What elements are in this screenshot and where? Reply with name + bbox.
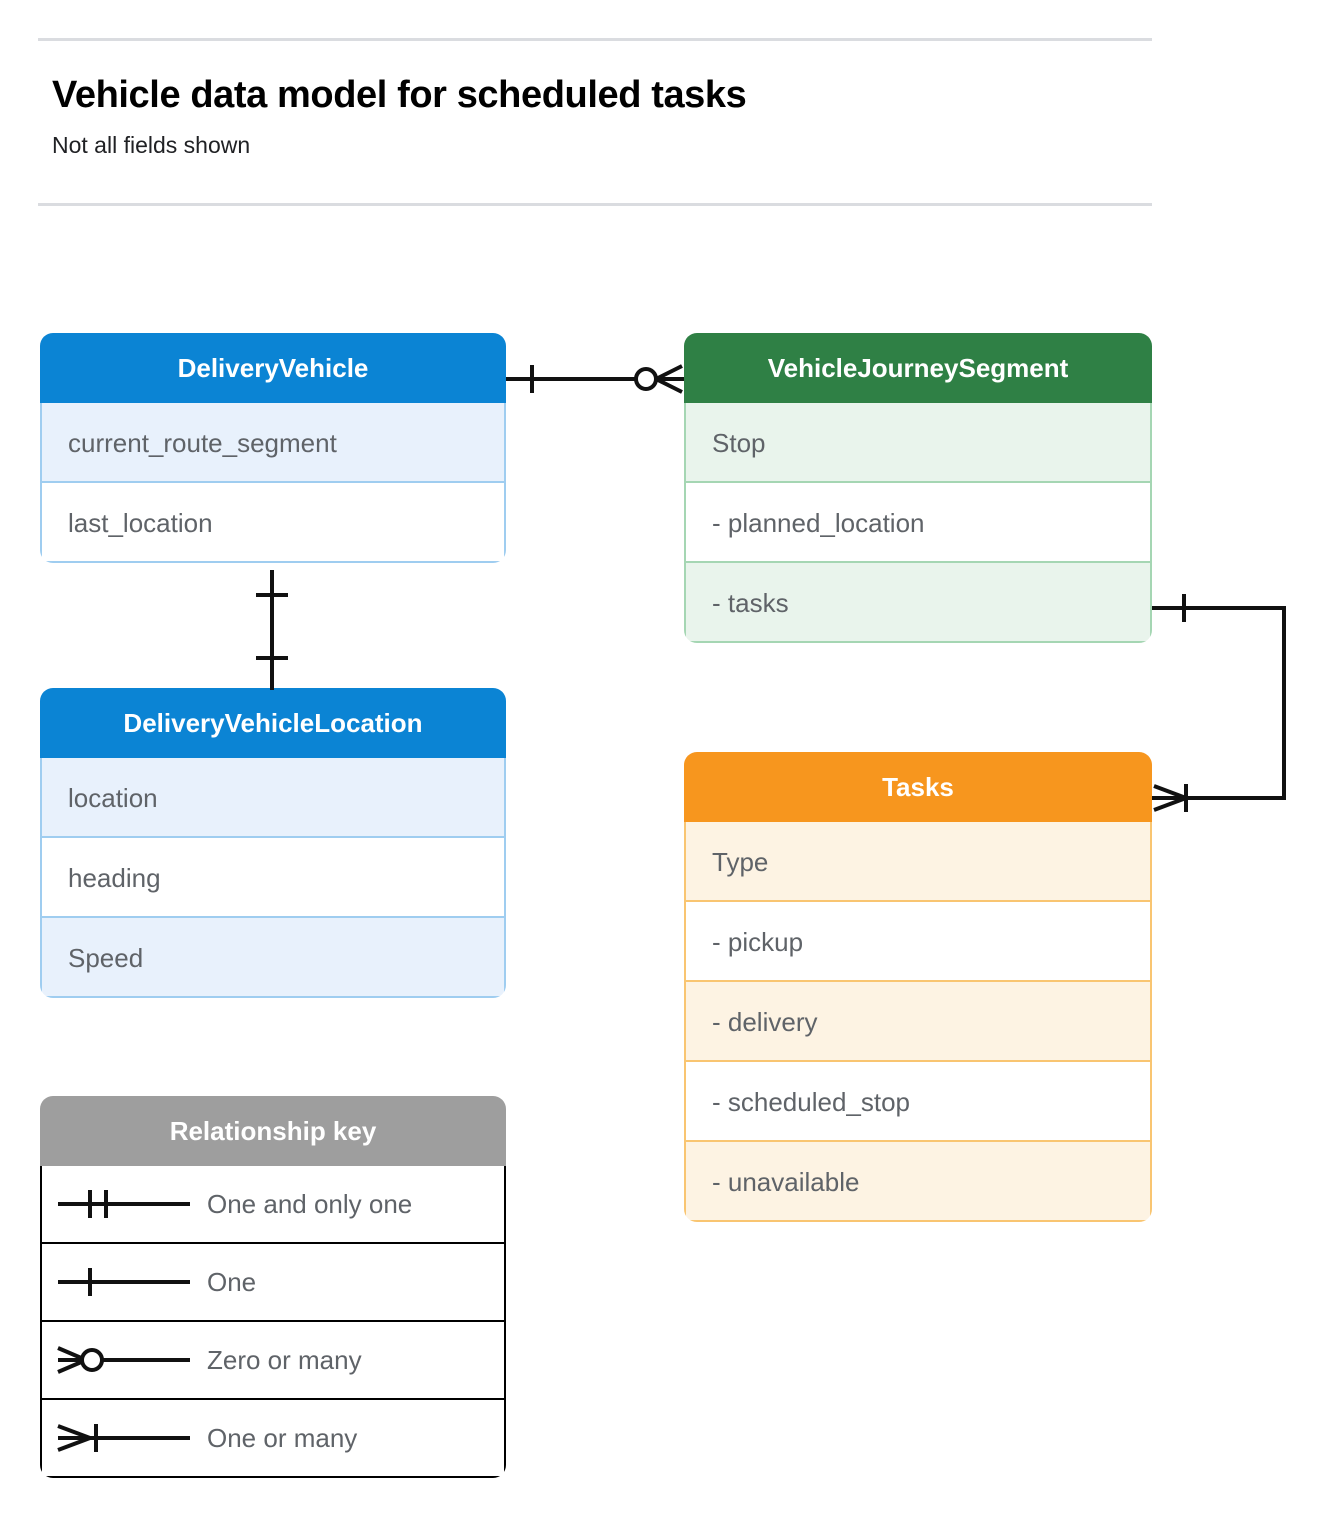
entity-field-row: last_location [40,483,506,563]
entity-tasks[interactable]: Tasks Type - pickup - delivery - schedul… [684,752,1152,1222]
relationship-key-legend[interactable]: Relationship key One and only one One [40,1096,506,1478]
page-subtitle: Not all fields shown [52,132,251,158]
entity-header-tasks: Tasks [684,752,1152,822]
entity-delivery-vehicle-location[interactable]: DeliveryVehicleLocation location heading… [40,688,506,998]
connector-vehicle-to-vehicle-location [256,570,288,690]
page-title: Vehicle data model for scheduled tasks [52,74,747,116]
zero-or-many-icon [42,1340,207,1380]
entity-vehicle-journey-segment[interactable]: VehicleJourneySegment Stop - planned_loc… [684,333,1152,643]
header-divider-bottom [38,203,1152,206]
entity-field-row: - scheduled_stop [684,1062,1152,1142]
entity-field-row: Type [684,822,1152,902]
entity-field-row: - pickup [684,902,1152,982]
one-and-only-one-icon [42,1184,207,1224]
entity-field-row: location [40,758,506,838]
entity-header-delivery-vehicle-location: DeliveryVehicleLocation [40,688,506,758]
legend-row-one-and-only-one: One and only one [40,1166,506,1244]
entity-header-delivery-vehicle: DeliveryVehicle [40,333,506,403]
entity-field-row: - tasks [684,563,1152,643]
legend-row-zero-or-many: Zero or many [40,1322,506,1400]
entity-field-row: - planned_location [684,483,1152,563]
legend-label: One and only one [207,1188,413,1219]
entity-field-row: Stop [684,403,1152,483]
entity-delivery-vehicle[interactable]: DeliveryVehicle current_route_segment la… [40,333,506,563]
entity-field-row: current_route_segment [40,403,506,483]
entity-field-row: - delivery [684,982,1152,1062]
entity-field-row: - unavailable [684,1142,1152,1222]
legend-label: One or many [207,1422,358,1453]
entity-field-row: heading [40,838,506,918]
header-divider-top [38,38,1152,41]
legend-label: Zero or many [207,1344,362,1375]
legend-header: Relationship key [40,1096,506,1166]
legend-row-one-or-many: One or many [40,1400,506,1478]
one-or-many-icon [42,1418,207,1458]
entity-header-vehicle-journey-segment: VehicleJourneySegment [684,333,1152,403]
legend-label: One [207,1266,257,1297]
one-icon [42,1262,207,1302]
connector-vehicle-to-journey-segment [506,364,684,394]
entity-field-row: Speed [40,918,506,998]
legend-row-one: One [40,1244,506,1322]
connector-journey-segment-tasks-to-tasks [1152,594,1286,812]
